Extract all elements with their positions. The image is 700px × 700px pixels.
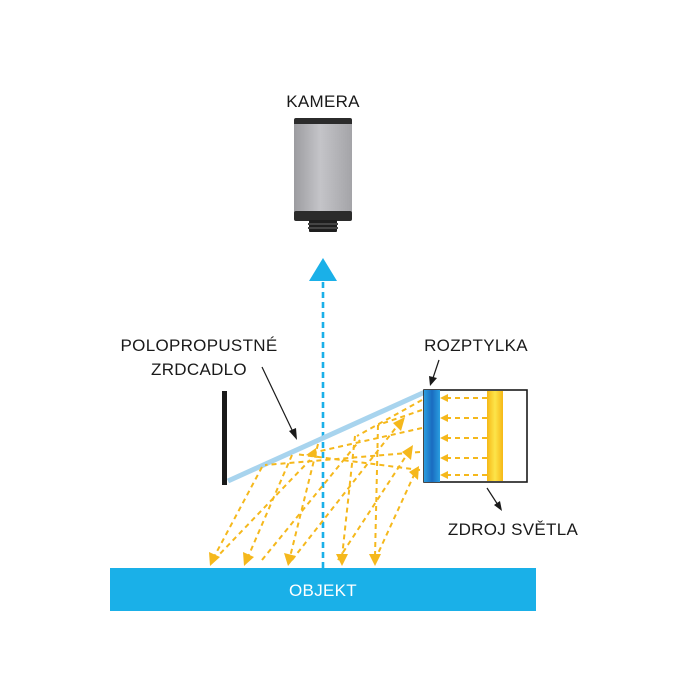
mirror-leader-arrowhead: [289, 428, 297, 440]
light-source-leader-arrowhead: [494, 501, 502, 511]
mirror-housing-wall: [222, 391, 227, 485]
object-return-ray-arrowhead: [402, 445, 413, 460]
camera: [294, 118, 352, 232]
object-return-ray: [261, 439, 361, 561]
lamp: [487, 391, 503, 481]
camera-body: [294, 124, 352, 214]
object-return-ray-arrowheads: [393, 417, 419, 480]
object-return-ray: [291, 424, 399, 561]
source-ray-arrowhead: [440, 394, 448, 402]
light-source-leader-line: [486, 487, 499, 506]
diffused-ray: [356, 399, 423, 437]
light-source: [423, 389, 528, 483]
source-ray-arrowhead: [440, 454, 448, 462]
reflected-ray: [289, 443, 319, 558]
mirror-label-line1: POLOPROPUSTNÉ: [121, 336, 278, 355]
mirror-label-line2: ZRDCADLO: [151, 360, 247, 379]
object: [110, 568, 536, 611]
object-return-ray-arrowhead: [409, 466, 419, 480]
camera-lens-ring: [308, 223, 338, 225]
object-label: OBJEKT: [289, 581, 357, 600]
camera-lens-ring: [308, 227, 338, 229]
semi-transparent-mirror: [226, 389, 427, 484]
camera-lens-mount: [309, 220, 337, 232]
object-return-ray: [213, 459, 311, 561]
reflected-ray-arrowhead: [243, 552, 254, 566]
source-ray-arrowhead: [440, 471, 448, 479]
diffuser-leader-line: [432, 359, 440, 379]
light-source-label: ZDROJ SVĚTLA: [448, 520, 579, 539]
diffused-ray: [377, 409, 423, 426]
object-return-ray: [337, 455, 407, 561]
reflected-ray-arrowhead: [336, 554, 348, 566]
diffused-ray: [264, 451, 421, 466]
source-ray-arrowhead: [440, 414, 448, 422]
mirror-leader-line: [261, 366, 294, 433]
source-ray-arrowhead: [440, 434, 448, 442]
diffuser-label: ROZPTYLKA: [424, 336, 528, 355]
diffuser: [424, 390, 440, 482]
reflected-ray-arrowheads: [209, 552, 381, 566]
reflected-ray: [213, 466, 263, 558]
diffuser-leader-arrowhead: [429, 376, 437, 386]
source-rays: [445, 397, 487, 476]
reflected-rays: [213, 424, 379, 558]
reflected-ray: [247, 454, 293, 558]
reflected-ray: [374, 424, 379, 558]
camera-bottom-cap: [294, 211, 352, 221]
reflected-ray: [341, 435, 356, 558]
source-ray-arrowheads: [440, 394, 448, 479]
reflected-ray-arrowhead: [284, 553, 296, 566]
object-return-ray: [374, 474, 415, 561]
object-return-ray-arrowhead: [393, 417, 405, 431]
camera-label: KAMERA: [286, 92, 360, 111]
diffused-ray: [315, 427, 423, 453]
object-return-rays: [213, 424, 415, 561]
camera-ray-arrowhead: [309, 258, 337, 281]
